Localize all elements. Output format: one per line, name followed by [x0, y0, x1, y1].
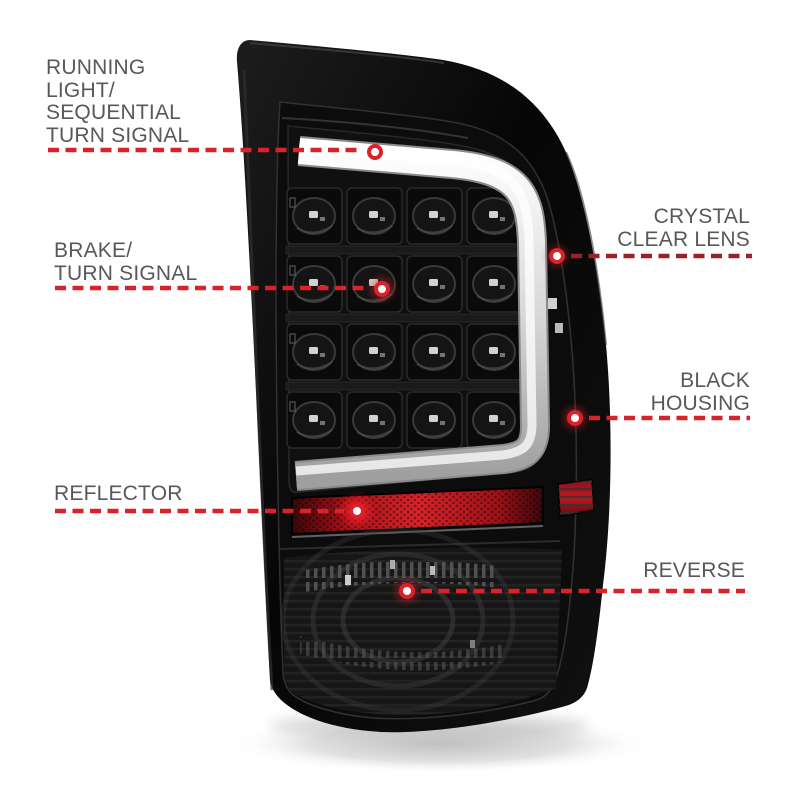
callout-text-line: TURN SIGNAL [54, 261, 198, 285]
callout-marker-reflector [343, 497, 371, 525]
callout-marker-black-housing [564, 407, 586, 429]
callout-text-line: BRAKE/ [54, 239, 133, 262]
callout-marker-reverse [396, 580, 418, 602]
led-array [285, 187, 525, 449]
callout-text-line: CRYSTAL [653, 205, 750, 228]
callout-text-line: REVERSE [643, 559, 745, 582]
callout-text-line: TURN SIGNAL [46, 123, 190, 147]
lens-side-tabs [548, 298, 563, 333]
callout-marker-crystal-clear-lens [547, 246, 567, 266]
callout-lines [48, 147, 752, 594]
callout-text-line: BLACK [680, 369, 750, 392]
callout-marker-brake-turn-signal [371, 278, 393, 300]
callout-text-line: REFLECTOR [54, 482, 183, 505]
callout-text-line: CLEAR LENS [617, 227, 750, 251]
housing-top-highlight [249, 42, 445, 64]
light-bar [294, 136, 550, 491]
callout-text-line: SEQUENTIAL [46, 101, 182, 124]
callout-label-reverse: REVERSE [643, 559, 745, 583]
callout-text-line: RUNNING [46, 56, 146, 79]
callout-marker-running-light [367, 144, 383, 160]
callout-label-crystal-clear-lens: CRYSTAL CLEAR LENS [617, 205, 750, 251]
callout-label-brake-turn-signal: BRAKE/ TURN SIGNAL [54, 239, 198, 285]
callout-label-black-housing: BLACK HOUSING [650, 369, 750, 415]
callout-text-line: HOUSING [650, 391, 750, 415]
callout-label-running-light-sequential-turn-signal: RUNNING LIGHT/ SEQUENTIAL TURN SIGNAL [46, 56, 190, 147]
callout-label-reflector: REFLECTOR [54, 482, 183, 506]
callout-text-line: LIGHT/ [46, 78, 115, 102]
housing-right-highlight [565, 151, 607, 346]
housing-left-highlight [242, 69, 274, 691]
callout-markers [343, 144, 586, 602]
reverse-lens [279, 527, 562, 715]
